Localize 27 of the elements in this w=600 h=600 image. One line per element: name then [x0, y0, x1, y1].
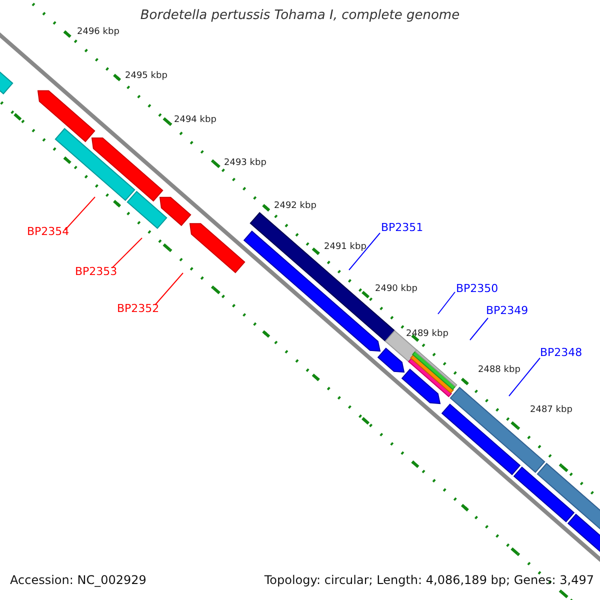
position-label: 2491 kbp — [324, 243, 366, 253]
position-label: 2495 kbp — [125, 72, 168, 82]
gene-label: BP2353 — [75, 266, 118, 278]
leader-line — [64, 196, 96, 230]
leader-line — [154, 272, 184, 306]
position-label: 2494 kbp — [174, 116, 216, 126]
leader-line — [112, 238, 142, 268]
footer-text: Accession: NC_002929 — [10, 574, 146, 588]
position-label: 2493 kbp — [224, 159, 266, 169]
genome-title: Bordetella pertussis Tohama I, complete genome — [139, 9, 461, 24]
gene-label: BP2352 — [117, 303, 160, 316]
position-label: 2490 kbp — [375, 285, 418, 295]
footer-text: Topology: circular; Length: 4,086,189 bp; Genes: 3,497 — [264, 574, 594, 588]
leader-line — [438, 292, 456, 314]
position-label: 2496 kbp — [77, 28, 120, 38]
position-label: 2489 kbp — [406, 330, 448, 340]
gene-label: BP2348 — [540, 347, 582, 360]
gene-label: BP2350 — [456, 283, 498, 296]
gene-label: BP2351 — [381, 222, 424, 234]
position-label: 2488 kbp — [478, 366, 520, 376]
leader-line — [470, 318, 488, 340]
position-label: 2492 kbp — [274, 202, 316, 212]
position-label: 2487 kbp — [530, 406, 572, 416]
leader-line — [508, 358, 540, 396]
gene-label: BP2354 — [27, 226, 70, 238]
gene-label: BP2349 — [486, 305, 528, 318]
leader-line — [348, 232, 380, 270]
